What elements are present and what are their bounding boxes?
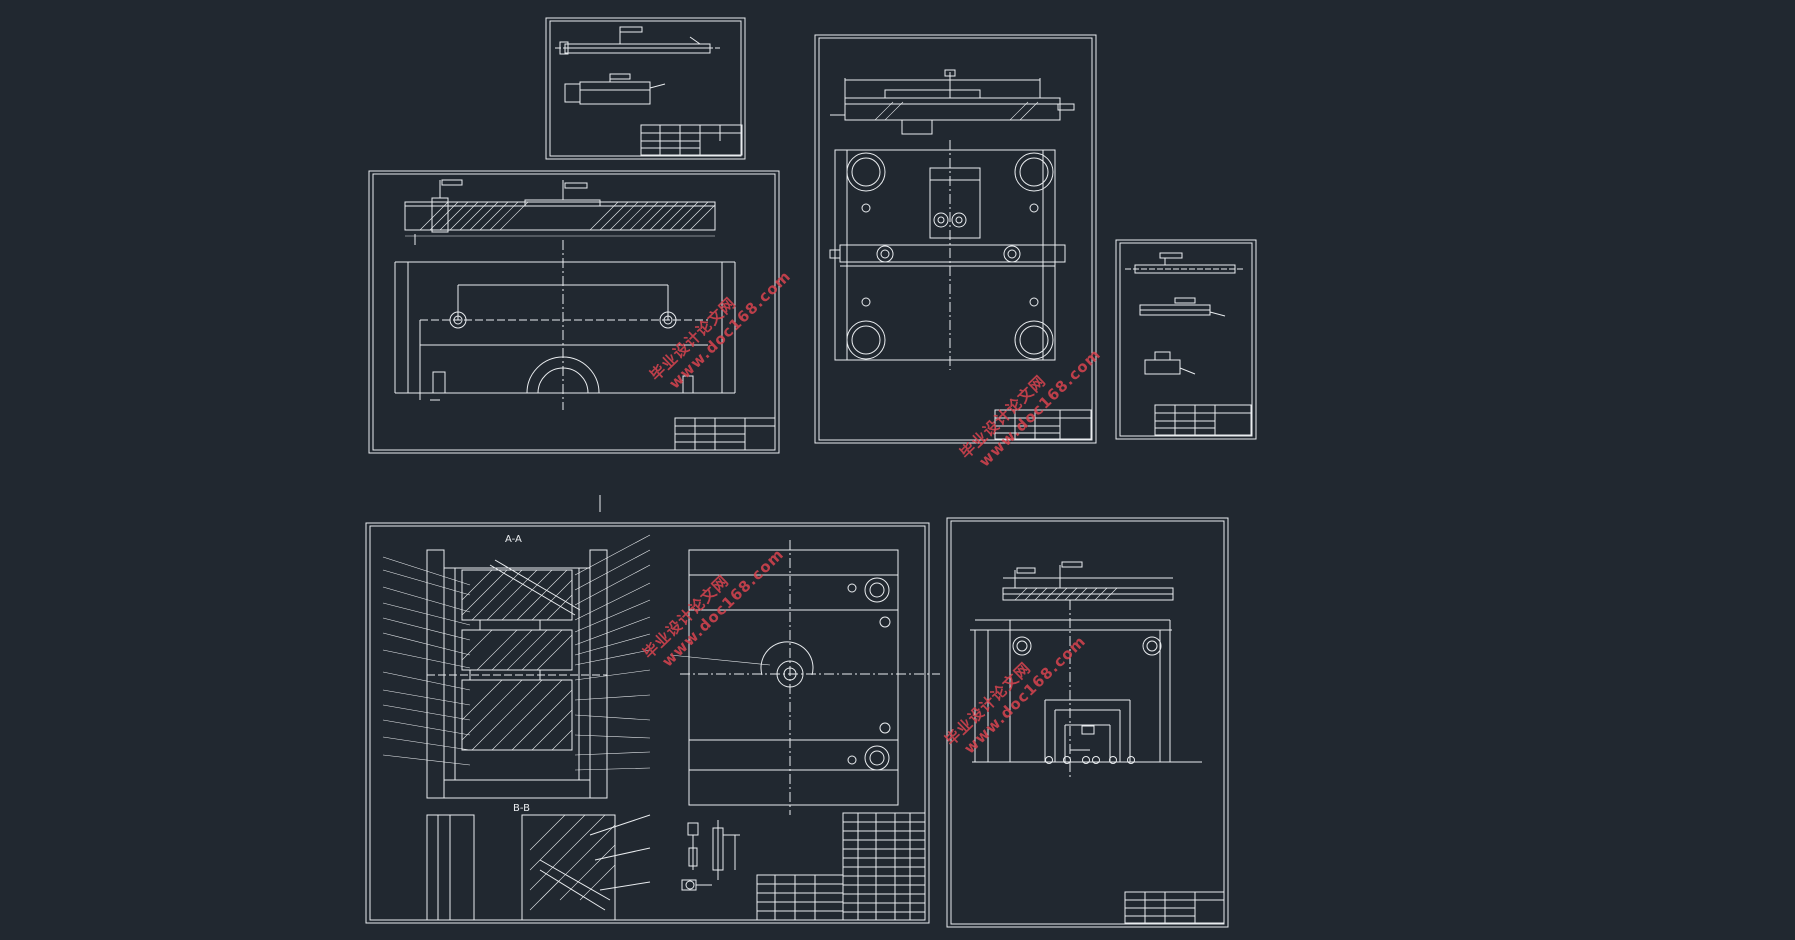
small-top-sheet [545, 17, 746, 160]
small-right-sheet [1115, 239, 1257, 440]
section-aa-label: A-A [505, 534, 522, 545]
tall-plate-sheet [814, 34, 1097, 444]
bottom-right-sheet [946, 517, 1229, 928]
large-plate-sheet [368, 170, 780, 454]
assembly-sheet [365, 522, 940, 924]
section-bb-label: B-B [513, 803, 530, 814]
